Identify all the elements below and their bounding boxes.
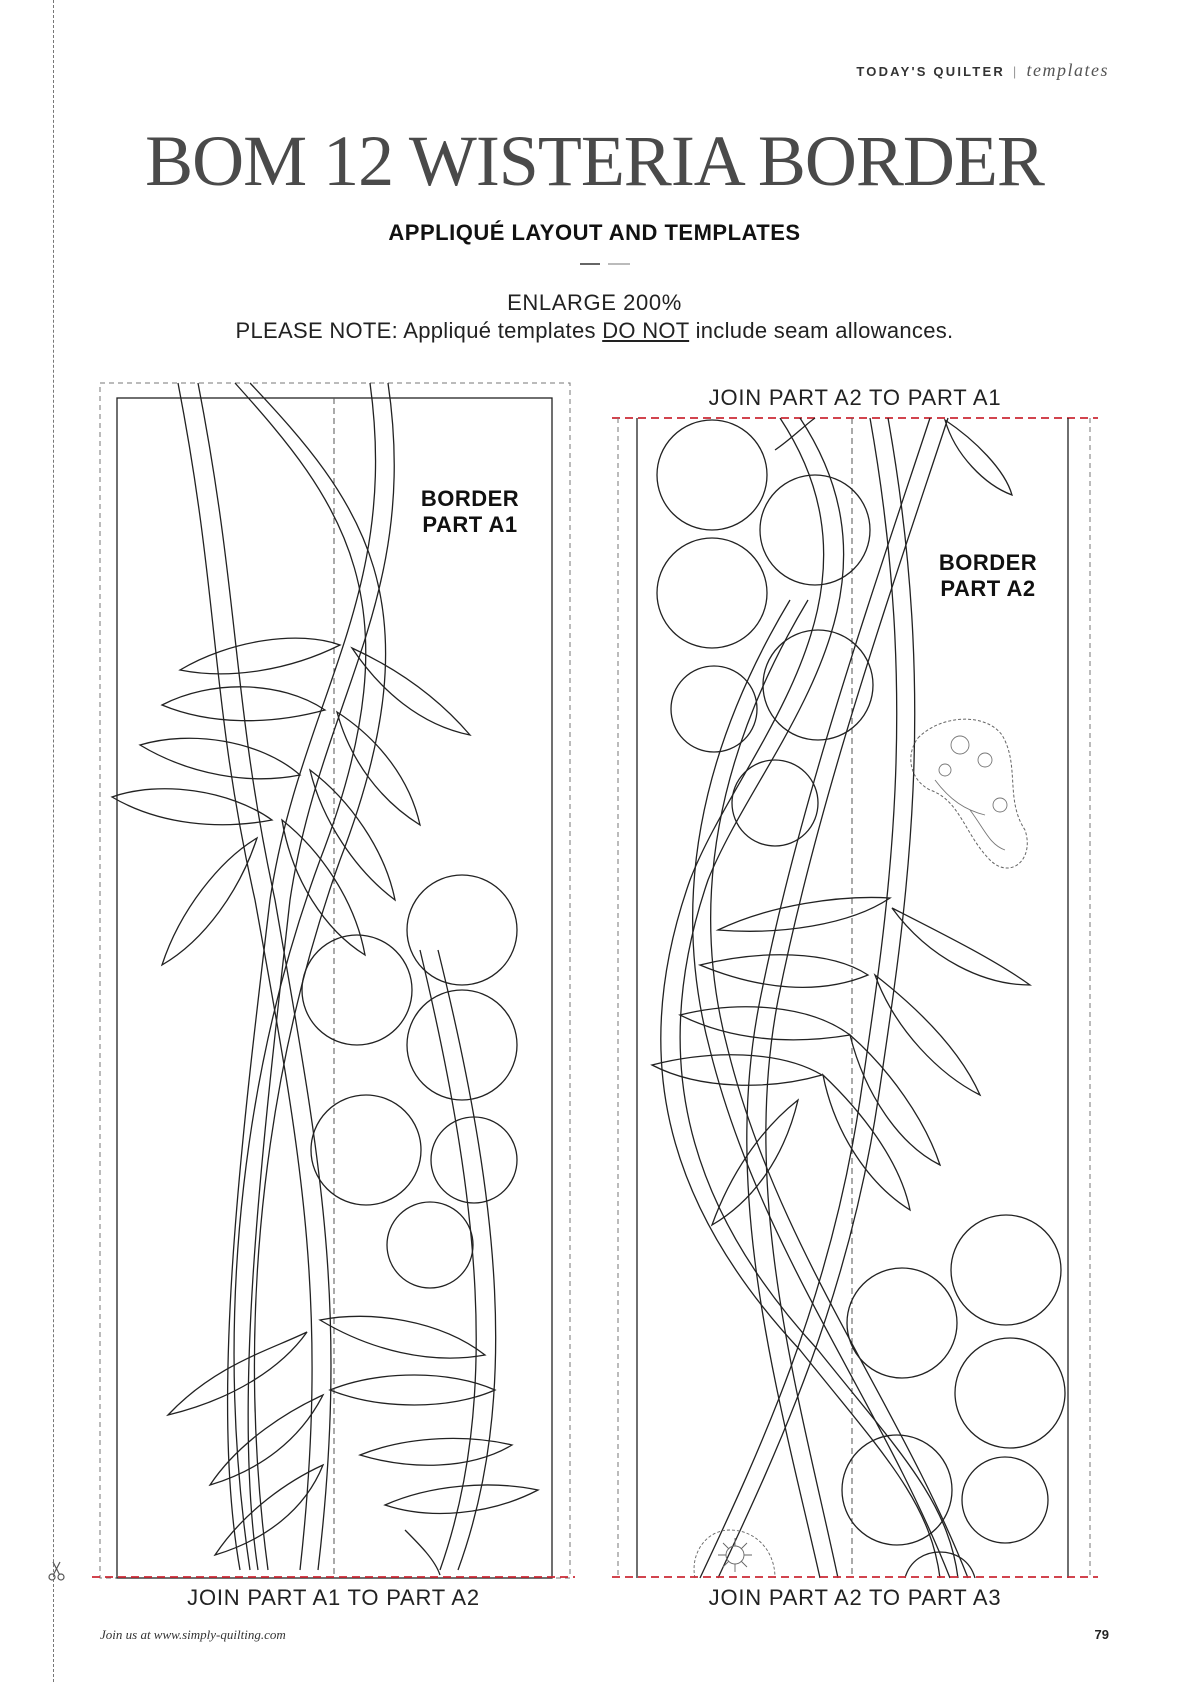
a1-leaf: [308, 768, 396, 902]
note-prefix: PLEASE NOTE: Appliqué templates: [235, 318, 603, 343]
a1-leaf: [358, 1437, 514, 1466]
a2-vine: [699, 417, 898, 1579]
a2-flower-circle: [656, 537, 768, 649]
a2-flower-circle: [846, 1267, 958, 1379]
scissors-icon: [48, 1561, 65, 1581]
a1-leaf: [318, 1315, 487, 1359]
running-header: TODAY'S QUILTER | templates: [856, 60, 1109, 81]
a1-flower-circle: [301, 934, 413, 1046]
a1-flower-circle: [386, 1201, 474, 1289]
a1-leaf: [350, 646, 472, 737]
a2-flower-circle: [670, 665, 758, 753]
a2-small-flower-motif: [693, 1529, 776, 1579]
a2-vine: [692, 599, 951, 1579]
a2-flower-circle: [954, 1337, 1066, 1449]
page-title: BOM 12 WISTERIA BORDER: [145, 121, 1045, 201]
a2-leaf: [848, 1033, 942, 1167]
page-number: 79: [1094, 1627, 1109, 1642]
a2-vine: [717, 417, 916, 1579]
panel-a2-label-line2: PART A2: [940, 576, 1036, 601]
a1-leaf: [208, 1393, 325, 1487]
header-brand: TODAY'S QUILTER: [856, 64, 1005, 79]
a2-flower-circle: [759, 474, 871, 586]
a1-vine: [177, 382, 313, 1571]
a1-flower-circle: [406, 874, 518, 986]
a1-leaf: [138, 737, 302, 780]
a1-flower-circle: [430, 1116, 518, 1204]
panel-a1-seam-outline: [99, 382, 571, 1579]
a2-join-top-label: JOIN PART A2 TO PART A1: [708, 385, 1002, 410]
a2-leaf: [873, 973, 982, 1097]
a1-vine: [226, 382, 377, 1571]
a1-vine: [249, 382, 387, 1571]
a2-leaf: [821, 1073, 911, 1212]
a2-flower-circle: [731, 759, 819, 847]
panel-a1-label-line1: BORDER: [420, 486, 520, 511]
cut-line: [53, 0, 54, 1682]
a2-flower-circle: [762, 629, 874, 741]
footer-website: Join us at www.simply-quilting.com: [100, 1627, 286, 1642]
a2-leaf: [678, 1006, 852, 1041]
a2-join-bottom-label: JOIN PART A2 TO PART A3: [708, 1585, 1002, 1610]
a2-vine: [679, 417, 959, 1579]
a1-leaf: [160, 836, 259, 967]
a1-leaf: [160, 686, 327, 722]
a1-vine: [197, 382, 332, 1571]
a2-leaf: [650, 1054, 824, 1086]
a1-leaf: [383, 1484, 540, 1515]
a2-flower-circle: [656, 419, 768, 531]
a1-vine: [233, 382, 367, 1571]
a2-butterfly-motif: [910, 718, 1028, 869]
a1-join-bottom-label: JOIN PART A1 TO PART A2: [187, 1585, 480, 1610]
a1-leaf: [281, 818, 366, 957]
a2-leaf: [774, 417, 816, 451]
a1-leaf: [328, 1374, 497, 1406]
a2-butterfly-flowers: [934, 735, 1008, 851]
header-section: templates: [1026, 60, 1109, 80]
a2-leaf: [891, 907, 1033, 986]
a1-leaf: [213, 1463, 325, 1557]
a1-leaf: [110, 788, 274, 826]
a2-flower-circle: [961, 1456, 1049, 1544]
enlarge-instruction: ENLARGE 200%: [507, 290, 682, 315]
a1-flower-circle: [310, 1094, 422, 1206]
panel-a2-label: BORDER PART A2: [928, 550, 1048, 602]
a2-leaf: [697, 954, 870, 988]
header-separator: |: [1012, 64, 1019, 79]
a2-flower-circle: [841, 1434, 953, 1546]
page-subtitle: APPLIQUÉ LAYOUT AND TEMPLATES: [388, 220, 801, 245]
a1-leaf: [404, 1529, 441, 1576]
seam-allowance-note: PLEASE NOTE: Appliqué templates DO NOT i…: [0, 318, 1189, 344]
a1-vine: [247, 382, 395, 1571]
a2-leaf: [943, 418, 1013, 497]
panel-a1-label: BORDER PART A1: [410, 486, 530, 538]
a1-leaf: [335, 710, 421, 827]
decorative-divider: [580, 263, 630, 265]
panel-a1-label-line2: PART A1: [422, 512, 518, 537]
a2-vine: [660, 417, 941, 1579]
note-suffix: include seam allowances.: [689, 318, 954, 343]
a1-vine: [419, 949, 477, 1571]
a2-leaf: [710, 1098, 800, 1227]
panel-a2-label-line1: BORDER: [938, 550, 1038, 575]
a1-vine: [437, 949, 497, 1571]
a2-vine: [710, 599, 969, 1579]
a2-vine: [746, 417, 931, 1579]
a1-leaf: [166, 1331, 308, 1417]
a2-leaf: [715, 896, 892, 932]
a1-flower-circle: [406, 989, 518, 1101]
a1-leaf: [178, 637, 342, 675]
a2-flower-circle: [950, 1214, 1062, 1326]
a2-vine: [765, 417, 949, 1579]
note-emphasis: DO NOT: [602, 318, 690, 343]
a2-flower-circle-partial: [904, 1551, 976, 1579]
